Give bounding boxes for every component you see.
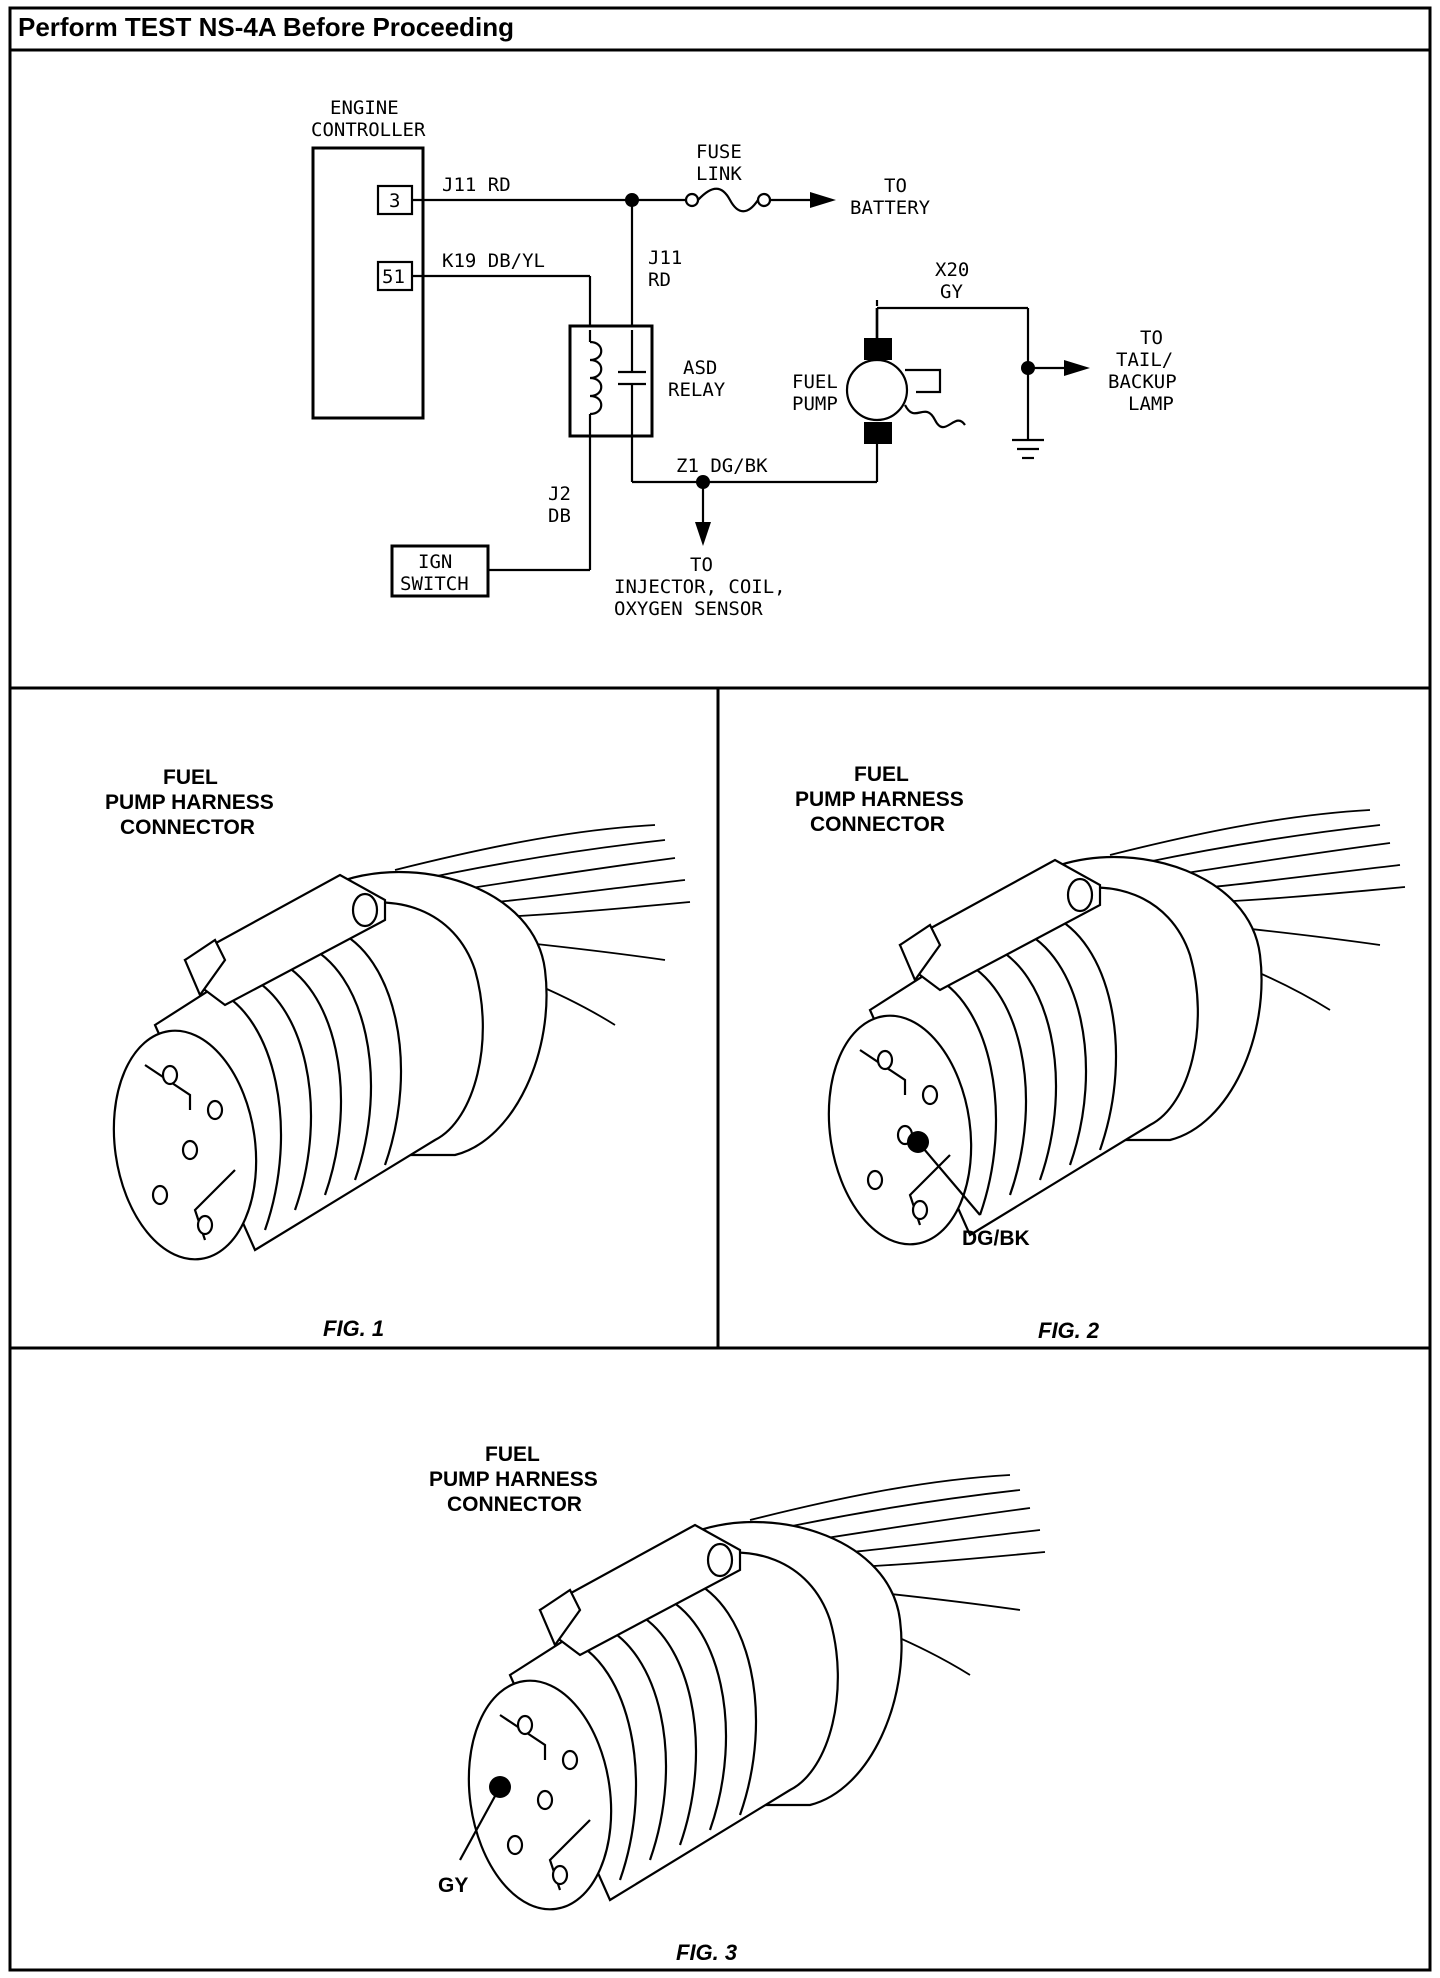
wire-k19-label: K19 DB/YL [442,250,545,272]
ign-switch-box [390,544,490,598]
to-injector-label-2: INJECTOR, COIL, [614,576,786,598]
figure-2: FUEL PUMP HARNESS CONNECTOR DG/BK FIG. 2 [795,763,1407,1343]
x20-label-1: X20 [935,259,969,281]
asd-relay-label-2: RELAY [668,379,726,401]
j2-label-1: J2 [548,483,571,505]
to-tail-label-4: LAMP [1128,393,1174,415]
wire-z1-label: Z1 DG/BK [676,455,768,477]
fig1-label-2: PUMP HARNESS [105,791,274,814]
fig3-label-2: PUMP HARNESS [429,1468,598,1491]
fig2-label-2: PUMP HARNESS [795,788,964,811]
engine-controller-label-2: CONTROLLER [311,119,426,141]
fig3-connector-drawing [453,1473,1047,1920]
fig2-caption: FIG. 2 [1038,1318,1100,1343]
fig3-label-1: FUEL [485,1443,540,1466]
x20-label-2: GY [940,281,963,303]
ign-switch-label-1: IGN [418,551,452,573]
wire-j11-rd-label: J11 RD [442,174,511,196]
to-battery-label-2: BATTERY [850,197,931,219]
to-injector-label-3: OXYGEN SENSOR [614,598,763,620]
fuel-pump-label-2: PUMP [792,393,838,415]
fuse-link-label-2: LINK [696,163,742,185]
figure-1: FUEL PUMP HARNESS CONNECTOR FIG. 1 [98,766,692,1341]
j11-vertical-label-1: J11 [648,247,682,269]
wiring-schematic: ENGINE CONTROLLER 3 51 J11 RD FUSE LINK … [311,97,1177,620]
asd-relay-box [568,324,654,438]
ign-switch-label-2: SWITCH [400,573,469,595]
j2-label-2: DB [548,505,571,527]
figure-3: FUEL PUMP HARNESS CONNECTOR GY FIG. 3 [429,1443,1047,1965]
fig3-label-3: CONNECTOR [447,1493,582,1516]
fig3-callout: GY [438,1874,468,1897]
fuel-pump-label-1: FUEL [792,371,838,393]
fuse-link-label-1: FUSE [696,141,742,163]
asd-relay-label-1: ASD [683,357,717,379]
fig3-caption: FIG. 3 [676,1940,737,1965]
fig1-caption: FIG. 1 [323,1316,384,1341]
pin-3-box [376,184,414,216]
to-tail-label-3: BACKUP [1108,371,1177,393]
fig1-label-1: FUEL [163,766,218,789]
engine-controller-label-1: ENGINE [330,97,399,119]
fig2-connector-drawing [813,808,1407,1255]
to-battery-label-1: TO [884,175,907,197]
pin-3-label: 3 [389,190,400,212]
fig2-callout: DG/BK [962,1227,1030,1250]
page-title: Perform TEST NS-4A Before Proceeding [18,12,514,42]
fuel-pump-symbol [845,300,966,444]
pin-51-label: 51 [382,266,405,288]
fig2-label-3: CONNECTOR [810,813,945,836]
fig1-connector-drawing [98,823,692,1270]
fig1-label-3: CONNECTOR [120,816,255,839]
to-injector-label-1: TO [690,554,713,576]
fig2-label-1: FUEL [854,763,909,786]
j11-vertical-label-2: RD [648,269,671,291]
to-tail-label-1: TO [1140,327,1163,349]
to-tail-label-2: TAIL/ [1116,349,1173,371]
